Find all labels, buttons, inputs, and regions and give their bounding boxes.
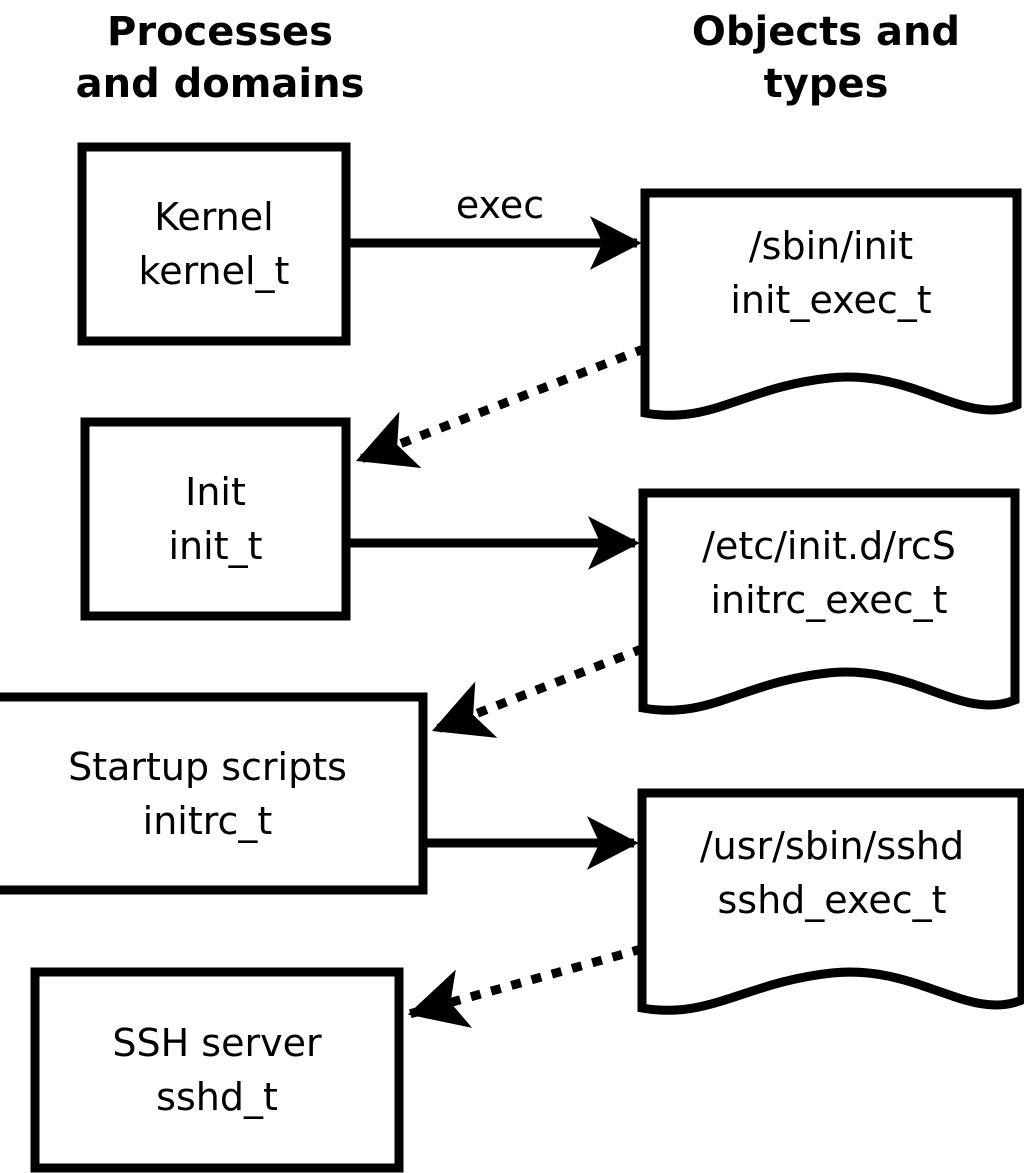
process-box-kernel[interactable] <box>77 142 351 346</box>
object-doc-initrc-exec[interactable] <box>638 488 1020 715</box>
object-doc-init-exec[interactable] <box>640 188 1022 420</box>
edge-init-exec-to-init[interactable] <box>355 344 647 468</box>
column-header-processes-and-domains: Processes and domains <box>75 9 365 107</box>
process-box-sshd[interactable] <box>30 967 404 1173</box>
process-box-initrc[interactable] <box>0 692 428 895</box>
column-header-objects-and-types: Objects and types <box>691 9 961 107</box>
process-box-init[interactable] <box>80 417 351 621</box>
edge-label-exec: exec <box>455 183 545 227</box>
object-doc-sshd-exec[interactable] <box>637 788 1024 1015</box>
edge-initrc-exec-to-initrc[interactable] <box>431 644 645 738</box>
edge-sshd-exec-to-sshd[interactable] <box>407 944 644 1028</box>
